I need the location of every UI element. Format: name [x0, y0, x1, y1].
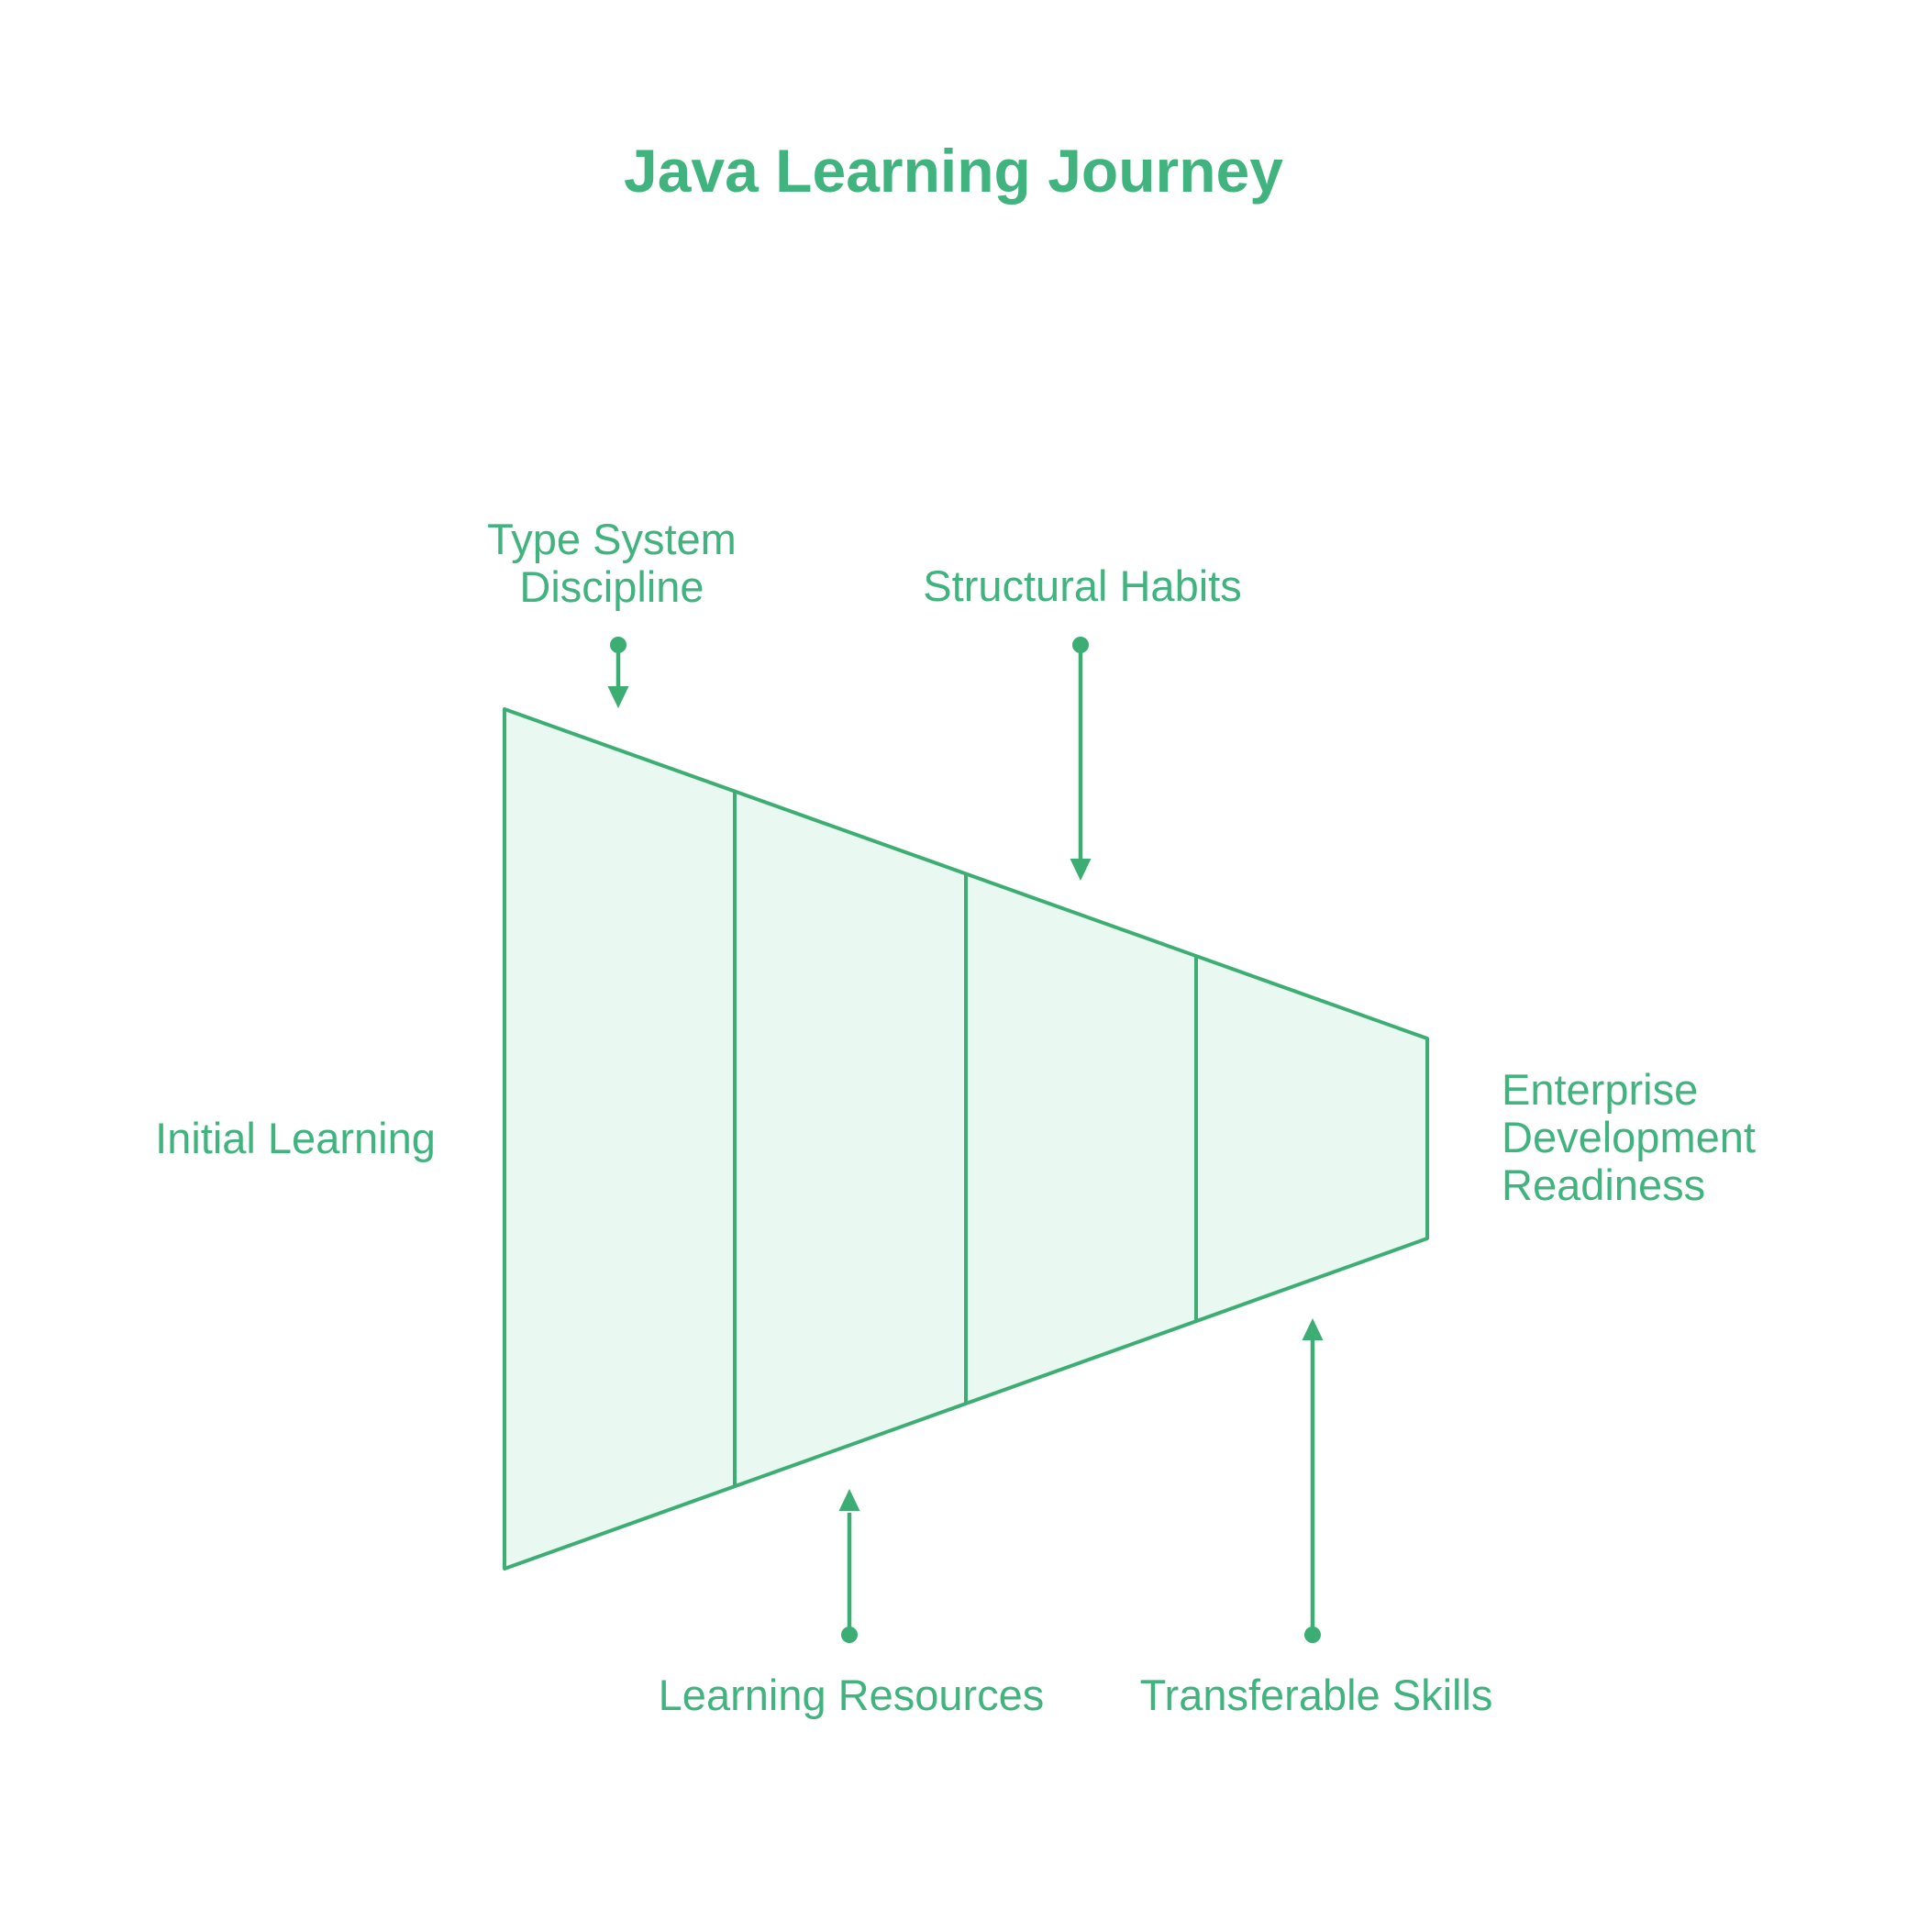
callout-arrow-transferable-skills	[1302, 1318, 1324, 1643]
callout-arrow-structural-habits	[1070, 637, 1092, 881]
callout-arrow-type-system-discipline	[607, 637, 629, 708]
callout-arrow-learning-resources	[838, 1489, 860, 1643]
stage-label-transferable-skills: Transferable Skills	[1139, 1671, 1493, 1719]
stage-label-structural-habits: Structural Habits	[923, 561, 1242, 610]
stage-label-type-system-discipline: Type System Discipline	[487, 515, 737, 611]
page-title: Java Learning Journey	[624, 137, 1283, 205]
stage-label-learning-resources: Learning Resources	[658, 1671, 1045, 1719]
funnel-exit-label: Enterprise Development Readiness	[1502, 1065, 1756, 1209]
funnel-entry-label: Initial Learning	[155, 1114, 436, 1162]
